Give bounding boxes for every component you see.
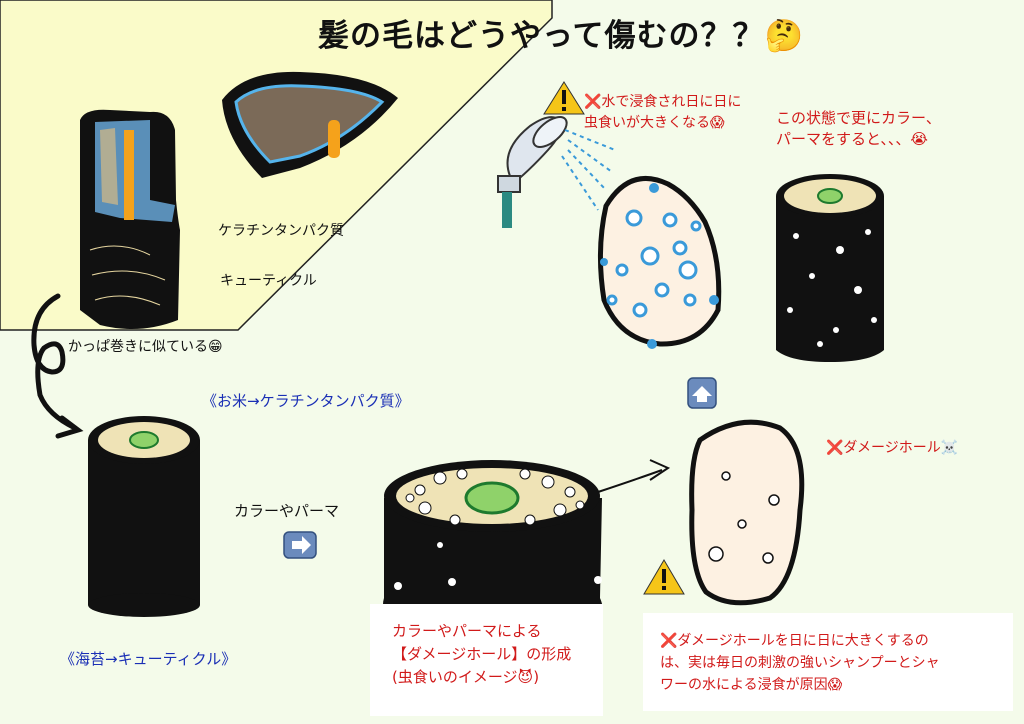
curved-arrow bbox=[31, 293, 84, 439]
warning-icon bbox=[543, 81, 585, 115]
warning-icon bbox=[643, 559, 685, 595]
cuticle-label: キューティクル bbox=[220, 273, 317, 289]
formation-note-line: 【ダメージホール】の形成 bbox=[392, 645, 572, 663]
damaged-roll-tall bbox=[776, 174, 884, 362]
rice-label: 《お米→ケラチンタンパク質》 bbox=[202, 392, 410, 410]
rice-grain-bottom bbox=[689, 419, 805, 606]
keratin-label: ケラチンタンパク質 bbox=[218, 223, 344, 239]
water-note: ❌水で浸食され日に日に 虫食いが大きくなる😱 bbox=[584, 92, 741, 134]
damage-hole-label: ❌ダメージホール☠️ bbox=[826, 440, 959, 456]
cause-note-line: ❌ダメージホールを日に日に大きくするの bbox=[660, 633, 929, 649]
formation-note-line: カラーやパーマによる bbox=[392, 622, 542, 640]
rice-grain-top bbox=[597, 175, 722, 349]
page-title: 髪の毛はどうやって傷むの？？🤔 bbox=[318, 18, 805, 54]
kappa-roll bbox=[88, 416, 200, 617]
arrow-right-icon bbox=[283, 531, 317, 559]
state-note-line: この状態で更にカラー、 bbox=[776, 109, 941, 127]
hair-wedge bbox=[222, 71, 398, 178]
state-note: この状態で更にカラー、 パーマをすると、、、😭 bbox=[776, 108, 941, 150]
hair-cross-section bbox=[80, 109, 180, 329]
arrow-to-grain bbox=[597, 459, 671, 493]
kappa-label: かっぱ巻きに似ている😁 bbox=[68, 339, 223, 355]
cause-note-line: は、実は毎日の刺激の強いシャンプーとシャ bbox=[660, 655, 940, 671]
arrow-up-icon bbox=[687, 377, 717, 409]
formation-note-box bbox=[370, 604, 603, 716]
shower-icon bbox=[497, 116, 616, 228]
formation-note: カラーやパーマによる 【ダメージホール】の形成 (虫食いのイメージ😈) bbox=[392, 620, 571, 689]
water-note-line: ❌水で浸食され日に日に bbox=[584, 94, 742, 110]
water-note-line: 虫食いが大きくなる😱 bbox=[584, 115, 725, 131]
formation-note-line: (虫食いのイメージ😈) bbox=[392, 668, 540, 686]
damaged-roll bbox=[383, 460, 603, 615]
cause-note-line: ワーの水による浸食が原因😱 bbox=[660, 677, 843, 693]
nori-label: 《海苔→キューティクル》 bbox=[60, 650, 237, 668]
state-note-line: パーマをすると、、、😭 bbox=[776, 130, 928, 148]
cause-note: ❌ダメージホールを日に日に大きくするの は、実は毎日の刺激の強いシャンプーとシャ… bbox=[660, 630, 940, 696]
color-perm-label: カラーやパーマ bbox=[234, 502, 340, 520]
cause-note-box bbox=[643, 613, 1013, 711]
